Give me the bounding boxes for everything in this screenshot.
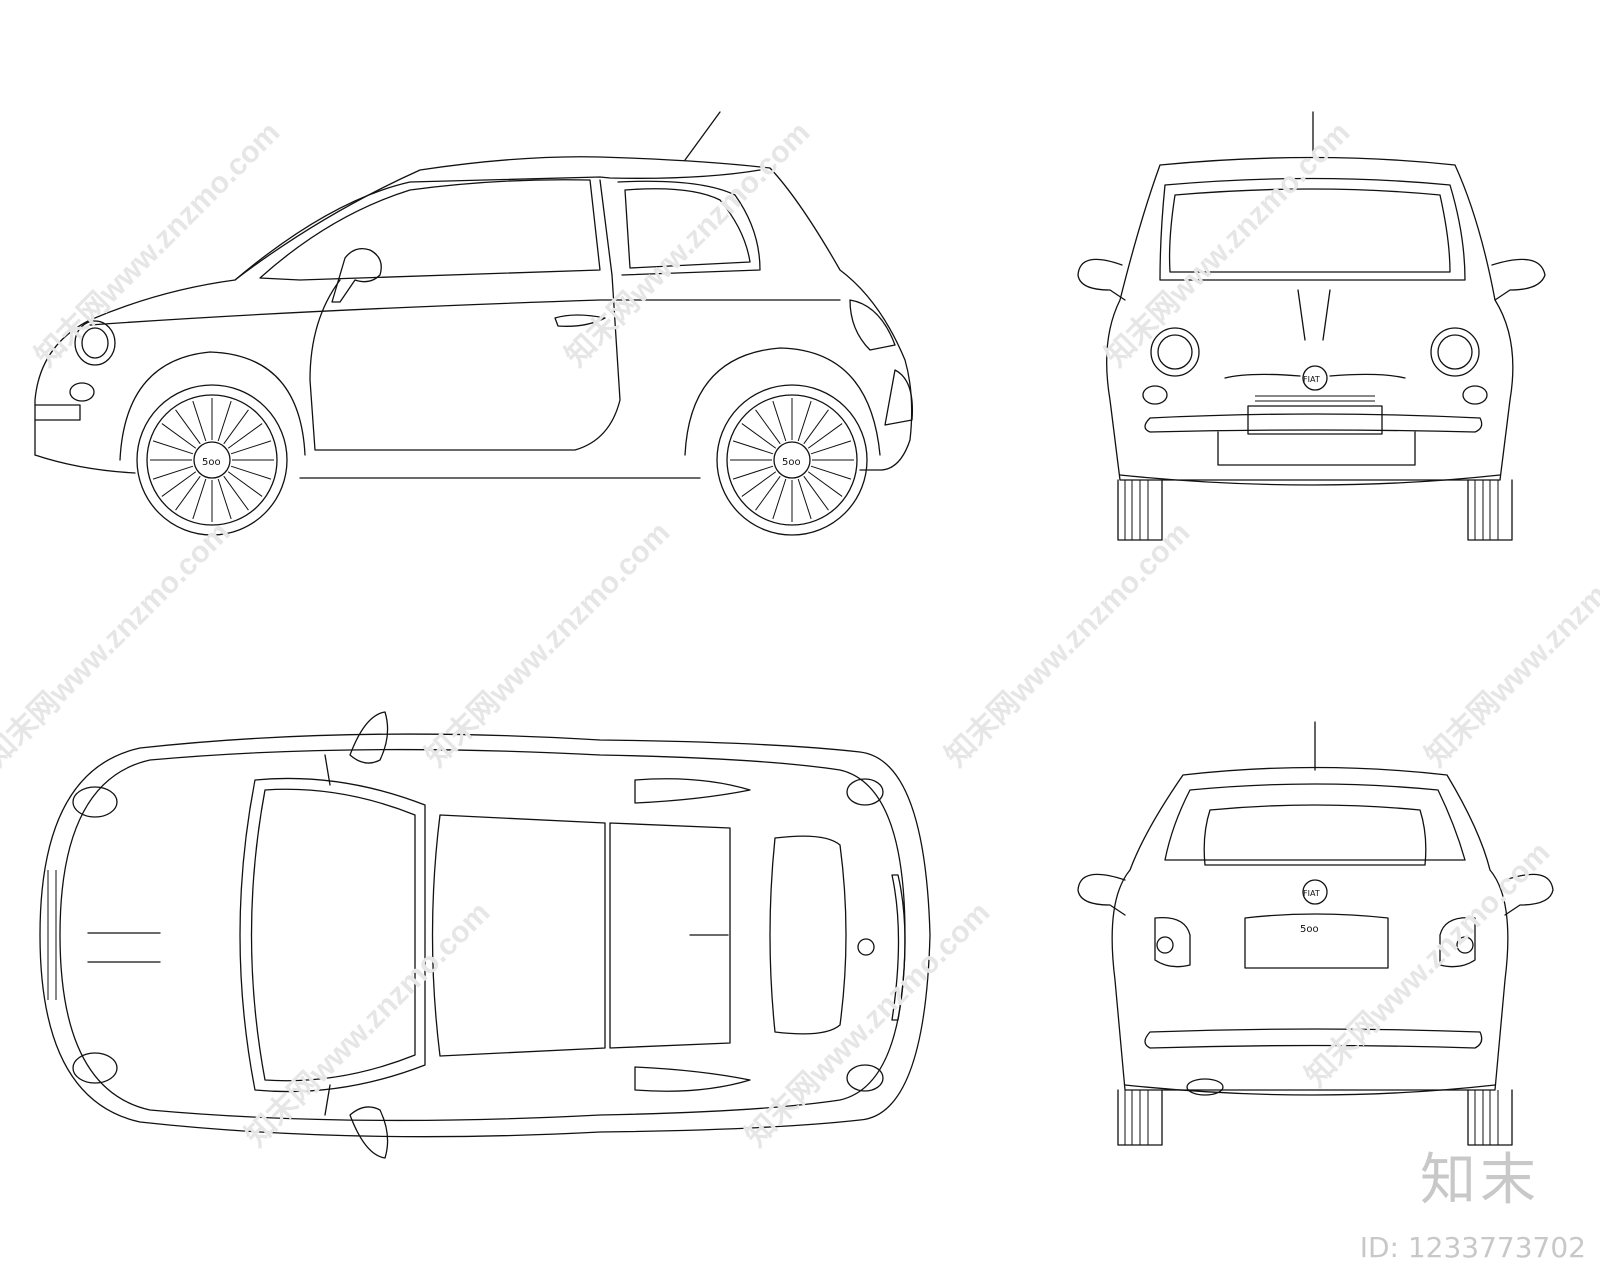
wheel-spoke [797,400,812,442]
wheel-spoke [230,440,272,455]
top-view [39,711,931,1159]
wheel-spoke [810,440,852,455]
rear-brand-badge: FIAT [1303,889,1320,898]
wheel-spoke [807,471,843,497]
wheel-spoke [741,423,777,449]
front-brand-badge: FIAT [1303,375,1320,384]
wheel-spoke [161,471,197,497]
rear-model-badge: 5oo [1300,924,1319,935]
wheel-spoke [217,400,232,442]
wheel-spoke [772,478,787,520]
front-wheel [136,384,288,536]
rear-view: FIAT 5oo [1077,721,1554,1146]
wheel-spoke [223,475,249,511]
wheel-spoke [161,423,197,449]
wheel-spoke [755,475,781,511]
rear-wheel [716,384,868,536]
side-view: 5oo 5oo [34,111,914,536]
wheel-spoke [230,465,272,480]
wheel-spoke [807,423,843,449]
wheel-spoke [772,400,787,442]
wheel-spoke [175,475,201,511]
front-view: FIAT [1077,111,1546,541]
wheel-spoke [192,400,207,442]
rear-wheel-badge: 5oo [782,457,801,468]
wheel-spoke [223,409,249,445]
wheel-spoke [227,423,263,449]
wheel-spoke [192,478,207,520]
wheel-spoke [741,471,777,497]
wheel-spoke [217,478,232,520]
wheel-spoke [175,409,201,445]
front-wheel-badge: 5oo [202,457,221,468]
wheel-spoke [755,409,781,445]
wheel-spoke [227,471,263,497]
wheel-spoke [803,409,829,445]
wheel-spoke [152,440,194,455]
image-id-label: ID: 1233773702 [1359,1231,1586,1264]
wheel-spoke [152,465,194,480]
wheel-spoke [810,465,852,480]
wheel-spoke [732,465,774,480]
wheel-spoke [797,478,812,520]
wheel-spoke [803,475,829,511]
corner-logo: 知末 [1420,1148,1540,1213]
wheel-spoke [732,440,774,455]
